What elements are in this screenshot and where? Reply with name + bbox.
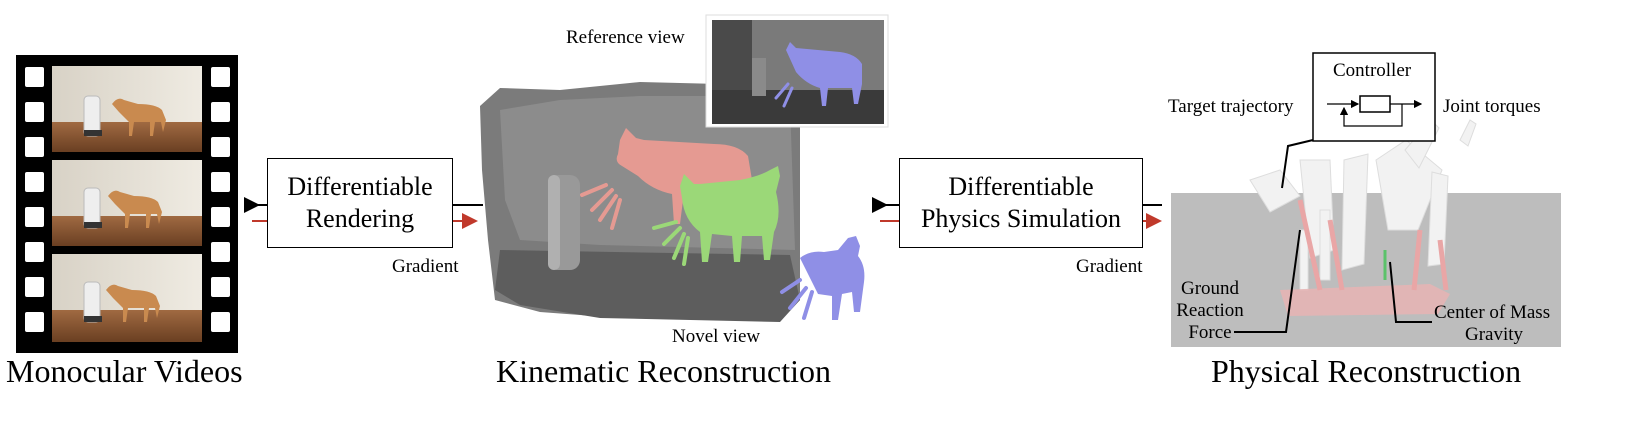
video-frame-1 [52,66,202,152]
process-box-physics: Differentiable Physics Simulation [899,158,1143,248]
process-rendering-line2: Rendering [305,204,415,233]
reference-view-inset [705,14,889,128]
video-frame-3 [52,254,202,342]
caption-monocular-videos: Monocular Videos [6,353,243,389]
caption-physical-reconstruction: Physical Reconstruction [1211,353,1522,389]
gradient-label-2: Gradient [1076,256,1143,277]
controller-label: Controller [1333,60,1412,81]
process-physics-line2: Physics Simulation [920,204,1122,233]
process-physics-line1: Differentiable [948,172,1094,201]
controller-block [1359,95,1391,113]
contact-forces [1297,199,1449,291]
support-polygon [1280,284,1450,316]
novel-view-label: Novel view [672,326,761,347]
joint-torques-label: Joint torques [1443,96,1541,117]
target-trajectory-label: Target trajectory [1168,96,1294,117]
target-trajectory-leader [1281,139,1314,189]
caption-kinematic-reconstruction: Kinematic Reconstruction [496,353,832,389]
dog-blue-mesh [780,236,865,320]
dog-green-mesh [652,166,780,266]
controller-feedback-arrow [1339,104,1403,127]
ground-reaction-force-label: Ground Reaction Force [1176,278,1244,343]
film-strip [16,55,238,353]
physics-scene [1171,52,1561,347]
kinematic-scene [480,14,889,322]
process-rendering-line1: Differentiable [287,172,433,201]
gradient-label-1: Gradient [392,256,459,277]
grf-leader [1234,229,1301,333]
com-leader [1389,261,1432,323]
center-of-mass-label: Center of Mass [1434,302,1551,323]
reference-view-label: Reference view [566,27,685,48]
video-frame-2 [52,160,202,246]
gravity-label: Gravity [1465,324,1524,345]
film-sprocket-holes [25,67,230,332]
process-box-rendering: Differentiable Rendering [267,158,453,248]
